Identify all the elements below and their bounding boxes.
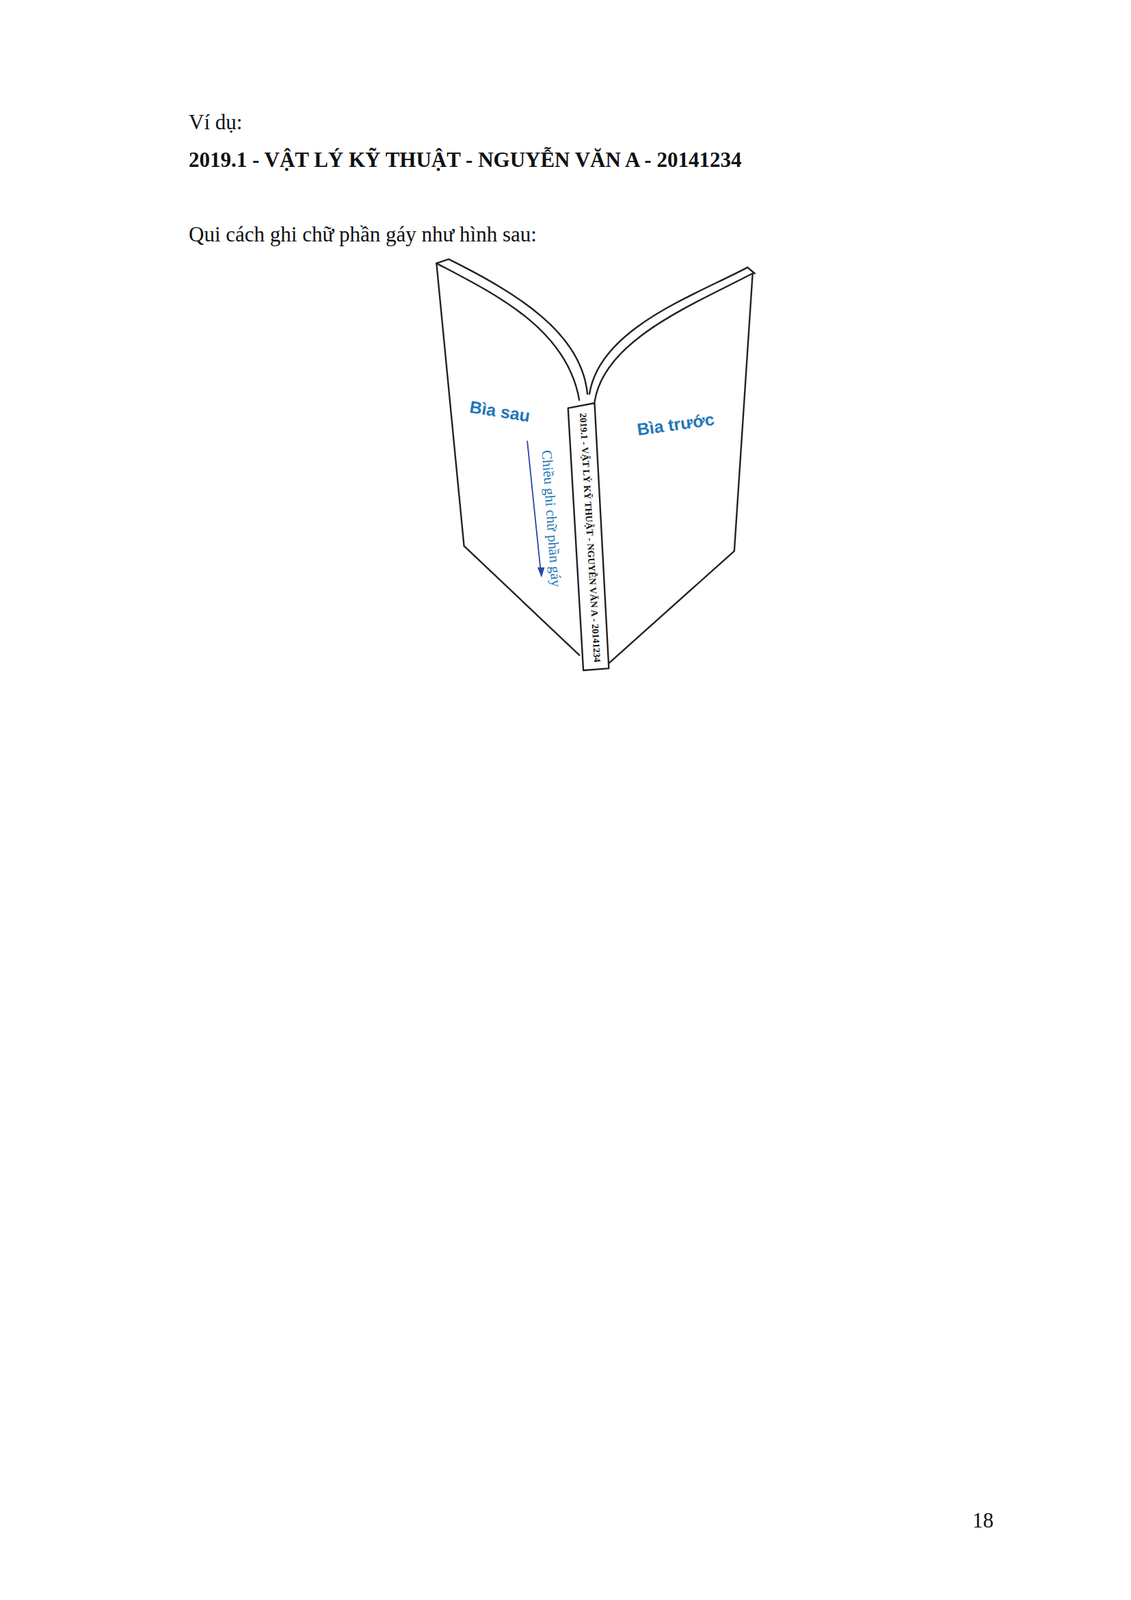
page-block-curve <box>589 267 755 394</box>
arrow-head <box>537 566 545 578</box>
body-text: Qui cách ghi chữ phần gáy như hình sau: <box>188 221 537 247</box>
page-block-curve <box>436 259 588 394</box>
direction-note: Chiều ghi chữ phần gáy <box>537 449 565 588</box>
front-cover-top <box>594 273 753 403</box>
page-number: 18 <box>972 1507 994 1533</box>
back-cover-outline <box>436 263 580 656</box>
back-cover-label: Bìa sau <box>468 395 532 427</box>
direction-arrow <box>527 440 541 569</box>
front-cover-label: Bìa trước <box>635 408 716 440</box>
example-heading: 2019.1 - VẬT LÝ KỸ THUẬT - NGUYỄN VĂN A … <box>188 147 742 173</box>
body-text: Ví dụ: <box>188 109 243 135</box>
spine <box>568 402 610 671</box>
